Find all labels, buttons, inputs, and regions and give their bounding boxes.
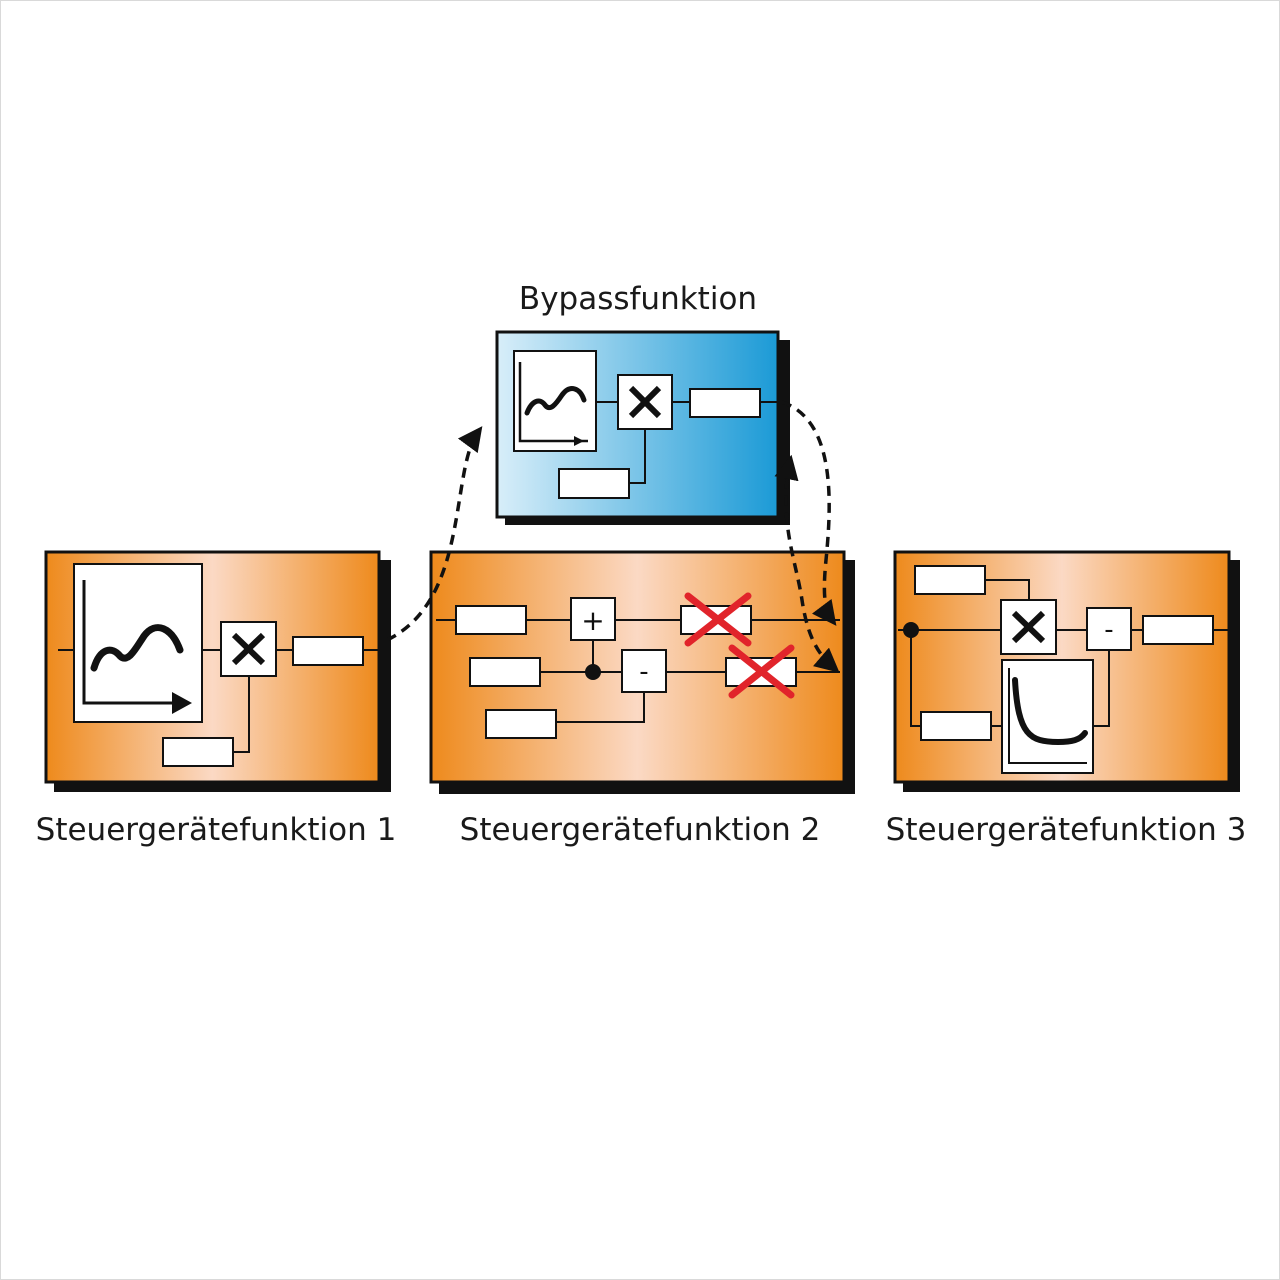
ecu-function-2-label: Steuergerätefunktion 2 <box>460 812 821 848</box>
ecu-function-3-block: - <box>893 550 1240 792</box>
output-block <box>689 388 761 418</box>
parameter-block <box>485 709 557 739</box>
junction-dot <box>585 664 601 680</box>
minus-symbol: - <box>1104 615 1113 645</box>
red-cross-icon <box>684 592 752 647</box>
multiply-icon <box>617 374 673 430</box>
curve-chart-icon <box>73 563 203 723</box>
parameter-block <box>914 565 986 595</box>
parameter-block <box>558 468 630 499</box>
multiply-icon <box>220 621 277 677</box>
signal-line <box>629 429 646 484</box>
subtractor-block: - <box>1086 607 1132 651</box>
adder-block: + <box>570 597 616 641</box>
signal-line <box>233 676 250 753</box>
ecu-function-2-block: + - <box>429 550 855 794</box>
signal-line <box>1093 650 1110 727</box>
output-block <box>1142 615 1214 645</box>
ecu-function-1-label: Steuergerätefunktion 1 <box>36 812 397 848</box>
bypass-function-block <box>495 330 790 525</box>
signal-line <box>985 579 1030 600</box>
output-block <box>292 636 364 666</box>
subtractor-block: - <box>621 649 667 693</box>
signal-line <box>910 630 921 727</box>
dashed-arrow-to-bypass <box>386 426 483 642</box>
signal-line <box>556 692 645 723</box>
parameter-block <box>162 737 234 767</box>
ecu-function-1-block <box>44 550 391 792</box>
curve-chart-icon <box>513 350 597 452</box>
input-block <box>469 657 541 687</box>
input-block <box>455 605 527 635</box>
multiply-icon <box>1000 599 1057 655</box>
minus-symbol: - <box>639 657 648 687</box>
plus-symbol: + <box>581 604 604 637</box>
disabled-block <box>680 605 752 635</box>
decay-chart-icon <box>1001 659 1094 774</box>
dashed-arrow-bypass-input <box>774 454 840 673</box>
bypass-title: Bypassfunktion <box>519 281 757 317</box>
ecu-function-3-label: Steuergerätefunktion 3 <box>886 812 1247 848</box>
input-block <box>920 711 992 741</box>
